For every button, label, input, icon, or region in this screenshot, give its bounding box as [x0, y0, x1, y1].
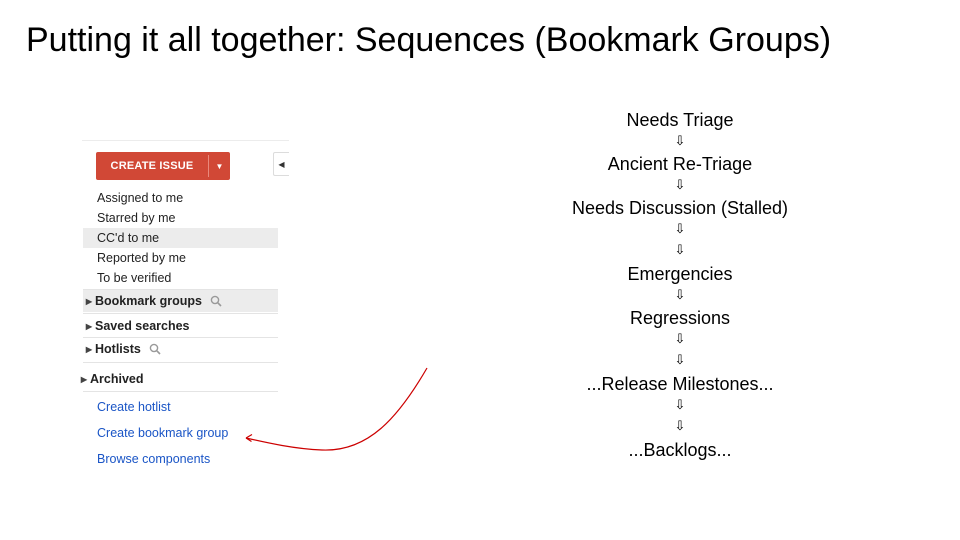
- down-arrow-icon: ⇩: [674, 352, 686, 367]
- sequence-step: Needs Triage: [626, 110, 734, 130]
- caret-right-icon: ▶: [85, 321, 93, 331]
- sequence-step: Needs Discussion (Stalled): [571, 198, 789, 218]
- section-label: Archived: [90, 372, 144, 386]
- search-icon[interactable]: [210, 295, 222, 307]
- sequence-step: Regressions: [629, 308, 731, 328]
- nav-item-starred[interactable]: Starred by me: [97, 211, 176, 225]
- section-archived[interactable]: ▶ Archived: [78, 368, 273, 390]
- caret-left-icon[interactable]: ◀: [273, 152, 289, 176]
- section-label: Bookmark groups: [95, 294, 202, 308]
- create-hotlist-link[interactable]: Create hotlist: [97, 400, 171, 414]
- nav-item-assigned[interactable]: Assigned to me: [97, 191, 184, 205]
- down-arrow-icon: ⇩: [674, 331, 686, 346]
- caret-right-icon: ▶: [85, 344, 93, 354]
- nav-item-ccd[interactable]: CC'd to me: [83, 228, 278, 248]
- caret-down-icon[interactable]: ▼: [215, 161, 224, 171]
- down-arrow-icon: ⇩: [674, 287, 686, 302]
- divider: [83, 313, 278, 314]
- sequence-step: ...Release Milestones...: [586, 374, 774, 394]
- button-separator: [208, 155, 209, 177]
- sequence-step: ...Backlogs...: [628, 440, 732, 460]
- section-label: Hotlists: [95, 342, 141, 356]
- divider: [83, 337, 278, 338]
- nav-item-to-be-verified[interactable]: To be verified: [97, 271, 172, 285]
- sidebar-top-divider: [82, 140, 289, 141]
- section-label: Saved searches: [95, 319, 190, 333]
- section-bookmark-groups[interactable]: ▶ Bookmark groups: [83, 290, 278, 312]
- caret-right-icon: ▶: [80, 374, 88, 384]
- create-bookmark-group-link[interactable]: Create bookmark group: [97, 426, 229, 440]
- divider: [83, 362, 278, 363]
- down-arrow-icon: ⇩: [674, 418, 686, 433]
- down-arrow-icon: ⇩: [674, 397, 686, 412]
- nav-item-reported[interactable]: Reported by me: [97, 251, 186, 265]
- divider: [83, 391, 278, 392]
- down-arrow-icon: ⇩: [674, 242, 686, 257]
- section-saved-searches[interactable]: ▶ Saved searches: [83, 315, 278, 337]
- caret-right-icon: ▶: [85, 296, 93, 306]
- down-arrow-icon: ⇩: [674, 177, 686, 192]
- browse-components-link[interactable]: Browse components: [97, 452, 211, 466]
- divider: [83, 289, 278, 290]
- issue-tracker-sidebar: CREATE ISSUE ▼ ◀ Assigned to me Starred …: [81, 140, 289, 470]
- search-icon[interactable]: [149, 343, 161, 355]
- sequence-step: Ancient Re-Triage: [607, 154, 753, 174]
- down-arrow-icon: ⇩: [674, 133, 686, 148]
- create-issue-label: CREATE ISSUE: [110, 160, 194, 172]
- create-issue-button[interactable]: CREATE ISSUE ▼: [96, 152, 230, 180]
- sequence-step: Emergencies: [627, 264, 733, 284]
- slide-title: Putting it all together: Sequences (Book…: [26, 21, 832, 59]
- section-hotlists[interactable]: ▶ Hotlists: [83, 338, 278, 360]
- down-arrow-icon: ⇩: [674, 221, 686, 236]
